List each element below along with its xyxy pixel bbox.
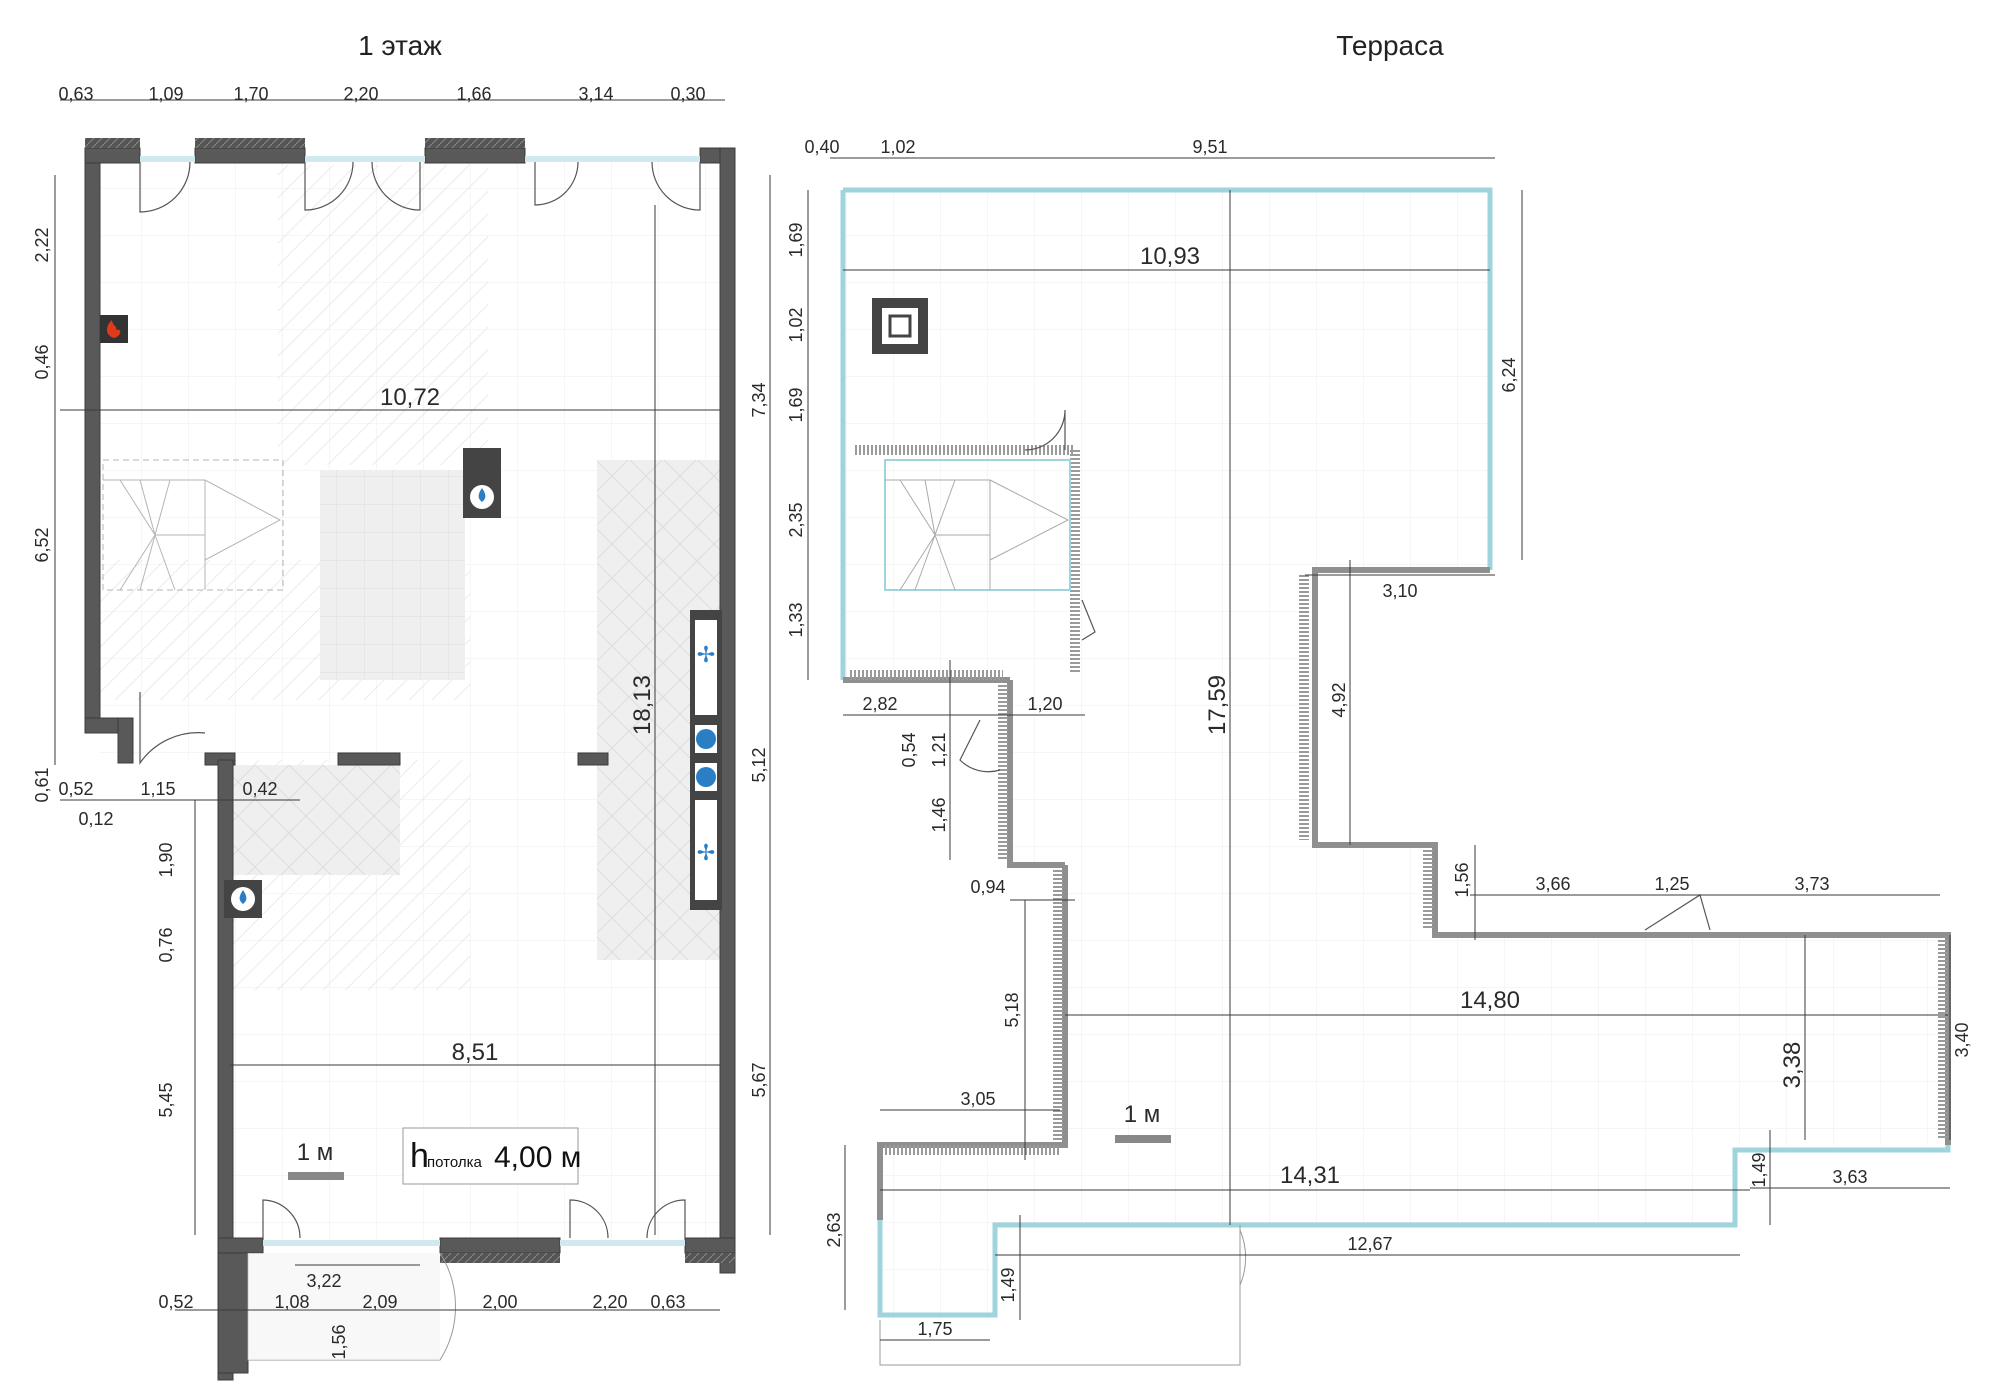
floor1-porch-width: 3,22 (306, 1271, 341, 1291)
terrace-stair-dim: 0,94 (970, 877, 1005, 897)
terrace-bottom-dim: 1,49 (998, 1267, 1018, 1302)
floor1-mid-dim: 0,52 (58, 779, 93, 799)
terrace-right-dim: 3,40 (1952, 1022, 1972, 1057)
terrace-stair-dim: 1,21 (929, 732, 949, 767)
scale-label: 1 м (297, 1139, 334, 1166)
terrace-dimensions (807, 157, 1951, 1341)
floor1-left-dim: 2,22 (32, 227, 52, 262)
floor1-right-dim: 7,34 (749, 382, 769, 417)
floor1-mid-dim: 0,12 (78, 809, 113, 829)
floor1-mid-dim: 0,42 (242, 779, 277, 799)
floor1-bottom-dim: 2,20 (592, 1292, 627, 1312)
terrace-left-dim: 1,02 (786, 307, 806, 342)
floor1-tiled-zone (320, 470, 465, 680)
fan-icon: ✢ (697, 642, 715, 667)
terrace-stair-dim: 0,54 (899, 732, 919, 767)
floor1-mid-dim: 1,15 (140, 779, 175, 799)
floor1-top-dim: 2,20 (343, 84, 378, 104)
floor1-left-dim: 5,45 (156, 1082, 176, 1117)
terrace-stair-dim: 2,82 (862, 694, 897, 714)
terrace-outline (840, 187, 1951, 1366)
terrace-step-dim: 1,25 (1654, 874, 1689, 894)
chimney-icon (872, 298, 928, 354)
terrace-staircase (884, 409, 1096, 641)
terrace-width-top: 10,93 (1140, 243, 1200, 270)
floor1-width-top: 10,72 (380, 384, 440, 411)
terrace-right-dim: 3,63 (1832, 1167, 1867, 1187)
fireplace-icon (100, 315, 128, 343)
floor1-top-dim: 3,14 (578, 84, 613, 104)
fan-icon: ✢ (697, 840, 715, 865)
terrace-door (959, 719, 1001, 773)
floor1-bottom-dim: 2,00 (482, 1292, 517, 1312)
ceiling-h: h (410, 1137, 429, 1175)
water-riser-icon (463, 448, 501, 518)
floor1-left-dim: 0,76 (156, 927, 176, 962)
terrace-top-dim: 0,40 (804, 137, 839, 157)
terrace-left-dim: 1,69 (786, 222, 806, 257)
terrace-step-dim: 3,66 (1535, 874, 1570, 894)
terrace-stair-dim: 5,18 (1002, 992, 1022, 1027)
terrace-right-dim: 3,38 (1779, 1042, 1806, 1089)
ceiling-height-label: h потолка 4,00 м (402, 1127, 581, 1185)
water-riser-icon (224, 880, 262, 918)
terrace-stair-dim: 1,46 (929, 797, 949, 832)
water-riser-icon (696, 729, 716, 749)
terrace-title: Терраса (1336, 30, 1444, 61)
terrace-bottom-dim: 12,67 (1347, 1234, 1392, 1254)
terrace-bottom-dim: 1,75 (917, 1319, 952, 1339)
terrace-right-dim: 1,49 (1749, 1152, 1769, 1187)
floor1-right-dim: 5,12 (749, 747, 769, 782)
scale-label: 1 м (1124, 1101, 1161, 1128)
terrace-width-low: 14,31 (1280, 1162, 1340, 1189)
floor1-left-dim: 0,46 (32, 344, 52, 379)
terrace-stair-dim: 1,20 (1027, 694, 1062, 714)
terrace-top-dim: 1,02 (880, 137, 915, 157)
floor1-scale-bar: 1 м (288, 1139, 344, 1180)
floor1-top-dim: 1,70 (233, 84, 268, 104)
terrace-left-dim: 2,35 (786, 502, 806, 537)
water-riser-icon (696, 767, 716, 787)
terrace-width-mid: 14,80 (1460, 987, 1520, 1014)
ventilation-shaft (690, 610, 722, 910)
floor1-top-dim: 0,30 (670, 84, 705, 104)
terrace-top-dim: 9,51 (1192, 137, 1227, 157)
terrace-step-dim: 1,56 (1452, 862, 1472, 897)
terrace-left-dim: 1,33 (786, 602, 806, 637)
floor1-right-dim: 5,67 (749, 1062, 769, 1097)
floor1-left-dim: 0,61 (32, 767, 52, 802)
floor1-dimensions (54, 99, 771, 1311)
terrace-step-dim: 4,92 (1329, 682, 1349, 717)
terrace-plan: Терраса (786, 30, 1972, 1366)
terrace-height-total: 17,59 (1204, 675, 1231, 735)
floor1-plan: 1 этаж (32, 30, 771, 1381)
floor1-top-dim: 0,63 (58, 84, 93, 104)
floor1-bottom-dim: 0,52 (158, 1292, 193, 1312)
floor1-title: 1 этаж (358, 30, 442, 61)
floor1-top-dim: 1,09 (148, 84, 183, 104)
terrace-scale-bar: 1 м (1115, 1101, 1171, 1143)
floor1-bottom-dim: 2,09 (362, 1292, 397, 1312)
floor1-porch-depth: 1,56 (329, 1324, 349, 1359)
terrace-step-dim: 3,10 (1382, 581, 1417, 601)
ceiling-sub: потолка (427, 1154, 482, 1171)
floor1-left-dim: 6,52 (32, 527, 52, 562)
floor1-bottom-dim: 0,63 (650, 1292, 685, 1312)
terrace-bottom-dim: 2,63 (824, 1212, 844, 1247)
terrace-right-top: 6,24 (1499, 357, 1519, 392)
ceiling-value: 4,00 м (494, 1141, 581, 1174)
floor1-openings (139, 156, 701, 1361)
terrace-stair-dim: 3,05 (960, 1089, 995, 1109)
floor1-width-bottom: 8,51 (452, 1039, 499, 1066)
terrace-door (1644, 894, 1711, 931)
terrace-left-dim: 1,69 (786, 387, 806, 422)
floor1-bottom-dim: 1,08 (274, 1292, 309, 1312)
terrace-step-dim: 3,73 (1794, 874, 1829, 894)
floor1-left-dim: 1,90 (156, 842, 176, 877)
floor1-top-dim: 1,66 (456, 84, 491, 104)
terrace-floor (843, 190, 1948, 1320)
floor1-height-total: 18,13 (629, 675, 656, 735)
floor1-staircase (102, 459, 284, 591)
